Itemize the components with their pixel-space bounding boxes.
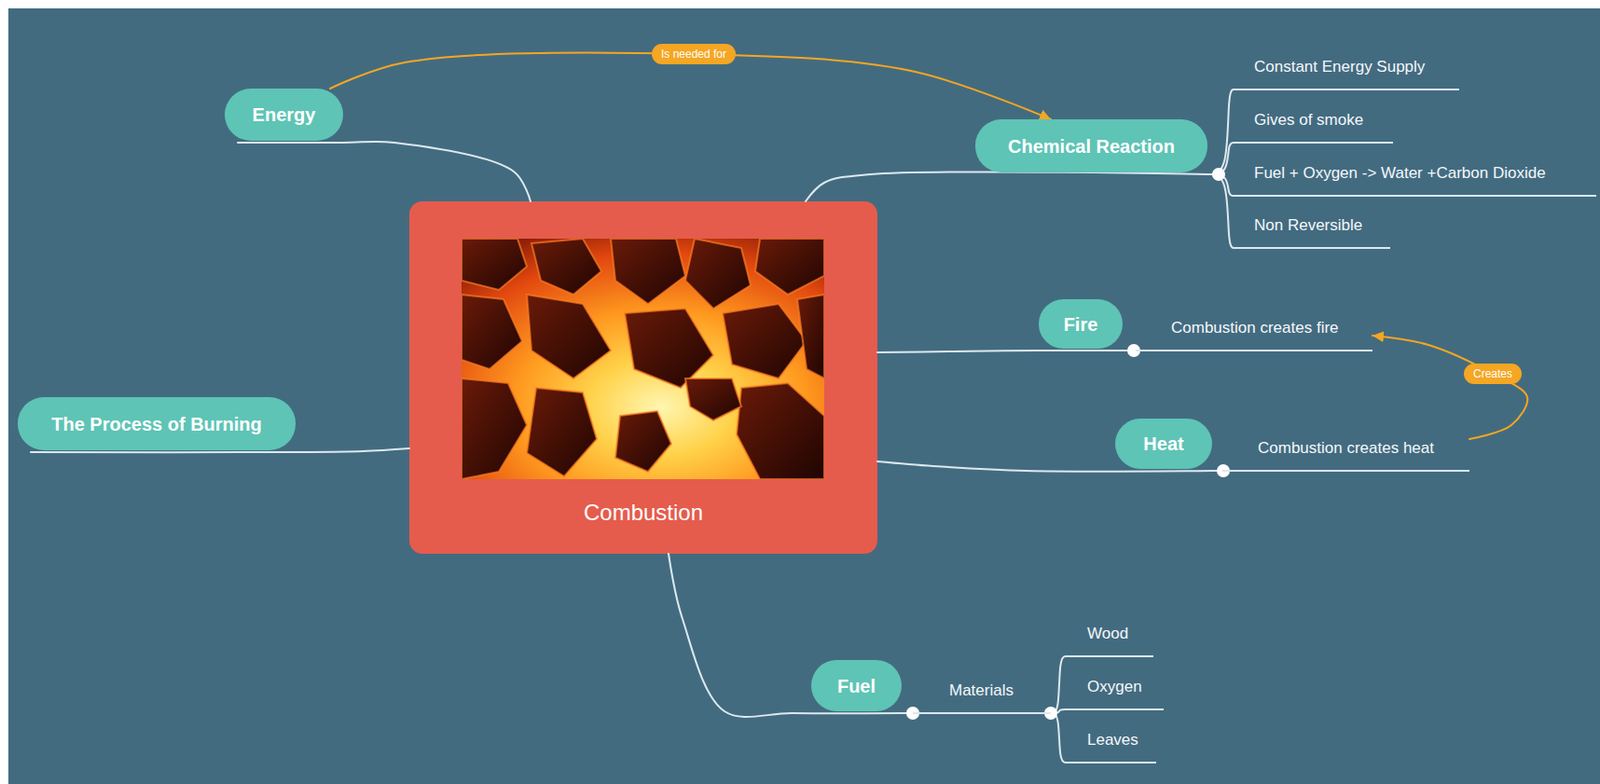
node-text: Materials <box>949 681 1014 701</box>
coal-chunk <box>736 383 825 480</box>
node-text: Gives of smoke <box>1254 110 1364 130</box>
main-branch: Chemical Reaction <box>975 119 1208 173</box>
sub-topic: Fuel + Oxygen -> Water +Carbon Dioxide <box>1234 160 1597 197</box>
node-text: Energy <box>252 103 317 126</box>
main-branch: Fuel <box>811 660 902 712</box>
relation-label: Is needed for <box>651 43 736 65</box>
coal-chunk <box>624 308 714 388</box>
branch-line <box>877 350 1123 353</box>
coal-chunk <box>685 238 751 309</box>
node-text: Leaves <box>1087 731 1139 750</box>
relation-arrow <box>1372 335 1528 440</box>
sub-topic: Leaves <box>1066 727 1157 764</box>
node-text: Oxygen <box>1087 677 1143 697</box>
ember-background <box>461 238 825 480</box>
node-text: Fuel + Oxygen -> Water +Carbon Dioxide <box>1254 164 1546 183</box>
sub-topic: Constant Energy Supply <box>1234 54 1460 91</box>
coal-chunk <box>797 294 825 379</box>
branch-line <box>1207 174 1235 249</box>
coal-chunk <box>461 378 527 480</box>
sub-topic: Gives of smoke <box>1234 107 1394 144</box>
coal-chunk <box>755 238 825 295</box>
coal-chunk <box>531 238 602 295</box>
branch-line <box>1207 89 1235 175</box>
node-text: Combustion creates fire <box>1171 318 1339 338</box>
central-topic: Combustion <box>409 201 878 554</box>
sub-topic: Combustion creates fire <box>1135 315 1373 352</box>
sub-topic: Non Reversible <box>1234 212 1391 249</box>
branch-line <box>1050 713 1067 763</box>
node-text: Heat <box>1143 432 1184 456</box>
node-text: Constant Energy Supply <box>1254 57 1425 77</box>
branch-line <box>805 171 1208 202</box>
main-branch: Fire <box>1038 299 1123 349</box>
coal-chunk <box>461 294 523 370</box>
branch-dot <box>1212 167 1226 181</box>
relation-label: Creates <box>1463 363 1522 385</box>
sub-topic: Combustion creates heat <box>1222 435 1470 472</box>
coal-chunk <box>610 238 686 304</box>
coal-chunk <box>461 238 527 290</box>
coal-chunks <box>461 238 825 480</box>
coal-chunk <box>615 411 672 472</box>
branch-line <box>668 553 902 718</box>
coal-chunk <box>685 378 742 421</box>
node-text: Wood <box>1087 624 1129 644</box>
node-text: Fuel <box>837 675 876 698</box>
node-text: The Process of Burning <box>51 413 263 436</box>
main-branch: Heat <box>1115 418 1213 469</box>
branch-line <box>237 141 531 202</box>
coal-chunk <box>526 294 611 379</box>
sub-topic: Wood <box>1066 620 1154 658</box>
main-branch: Energy <box>224 88 344 141</box>
coal-chunk <box>526 387 597 477</box>
relation-label-text: Creates <box>1473 367 1513 381</box>
relation-label-text: Is needed for <box>661 47 727 61</box>
node-text: Combustion <box>583 498 704 527</box>
branch-line <box>1050 656 1067 714</box>
node-text: Combustion creates heat <box>1257 439 1435 458</box>
node-text: Chemical Reaction <box>1007 135 1175 158</box>
sub-topic: Materials <box>912 677 1051 715</box>
sub-topic: Oxygen <box>1066 674 1164 711</box>
embers-picture <box>461 238 825 480</box>
node-text: Fire <box>1063 313 1099 336</box>
coal-chunk <box>722 303 807 379</box>
node-text: Non Reversible <box>1254 216 1363 235</box>
branch-dots <box>906 167 1230 720</box>
main-branch: The Process of Burning <box>17 397 296 451</box>
central-box-fill <box>409 201 878 554</box>
